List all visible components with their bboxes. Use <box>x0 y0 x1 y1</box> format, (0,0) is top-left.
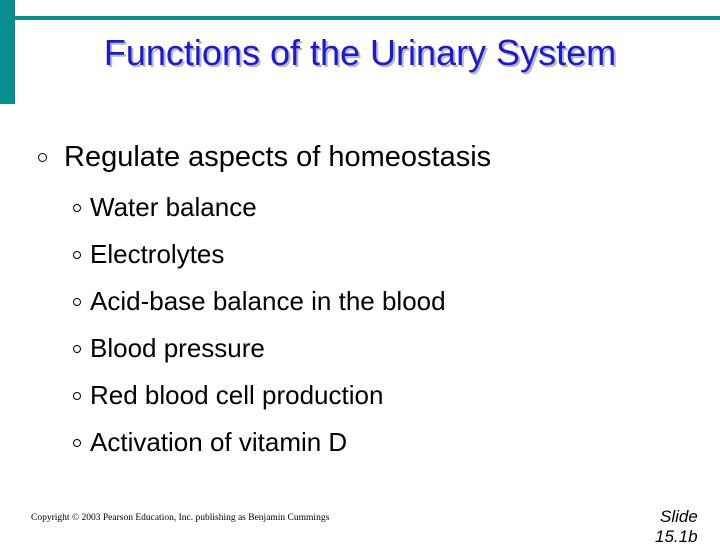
bullet-dot-icon <box>73 204 81 212</box>
sub-bullet-text: Water balance <box>90 192 257 222</box>
bullet-dot-icon <box>73 345 81 353</box>
copyright-notice: Copyright © 2003 Pearson Education, Inc.… <box>31 513 330 523</box>
bullet-dot-icon <box>73 392 81 400</box>
slide-number: 15.1b <box>655 527 698 546</box>
accent-bar-horizontal <box>15 16 720 20</box>
sub-bullet-text: Electrolytes <box>90 239 225 269</box>
sub-bullet-text: Activation of vitamin D <box>90 427 348 457</box>
sub-bullet-text: Acid-base balance in the blood <box>90 286 446 316</box>
bullet-dot-icon <box>38 152 47 162</box>
slide-title: Functions of the Urinary System <box>103 32 617 73</box>
bullet-dot-icon <box>73 251 81 259</box>
accent-bar-vertical <box>0 0 15 104</box>
sub-bullet-item: Acid-base balance in the blood <box>73 284 446 331</box>
sub-bullet-item: Electrolytes <box>73 237 446 284</box>
sub-bullet-item: Water balance <box>73 190 446 237</box>
sub-bullet-item: Blood pressure <box>73 331 446 378</box>
main-bullet: Regulate aspects of homeostasis <box>38 138 491 176</box>
bullet-dot-icon <box>73 298 81 306</box>
sub-bullet-list: Water balance Electrolytes Acid-base bal… <box>73 190 446 472</box>
sub-bullet-text: Red blood cell production <box>90 380 384 410</box>
sub-bullet-item: Red blood cell production <box>73 378 446 425</box>
sub-bullet-item: Activation of vitamin D <box>73 425 446 472</box>
main-bullet-text: Regulate aspects of homeostasis <box>64 141 492 173</box>
sub-bullet-text: Blood pressure <box>90 333 265 363</box>
slide-label: Slide <box>660 507 698 526</box>
bullet-dot-icon <box>73 439 81 447</box>
